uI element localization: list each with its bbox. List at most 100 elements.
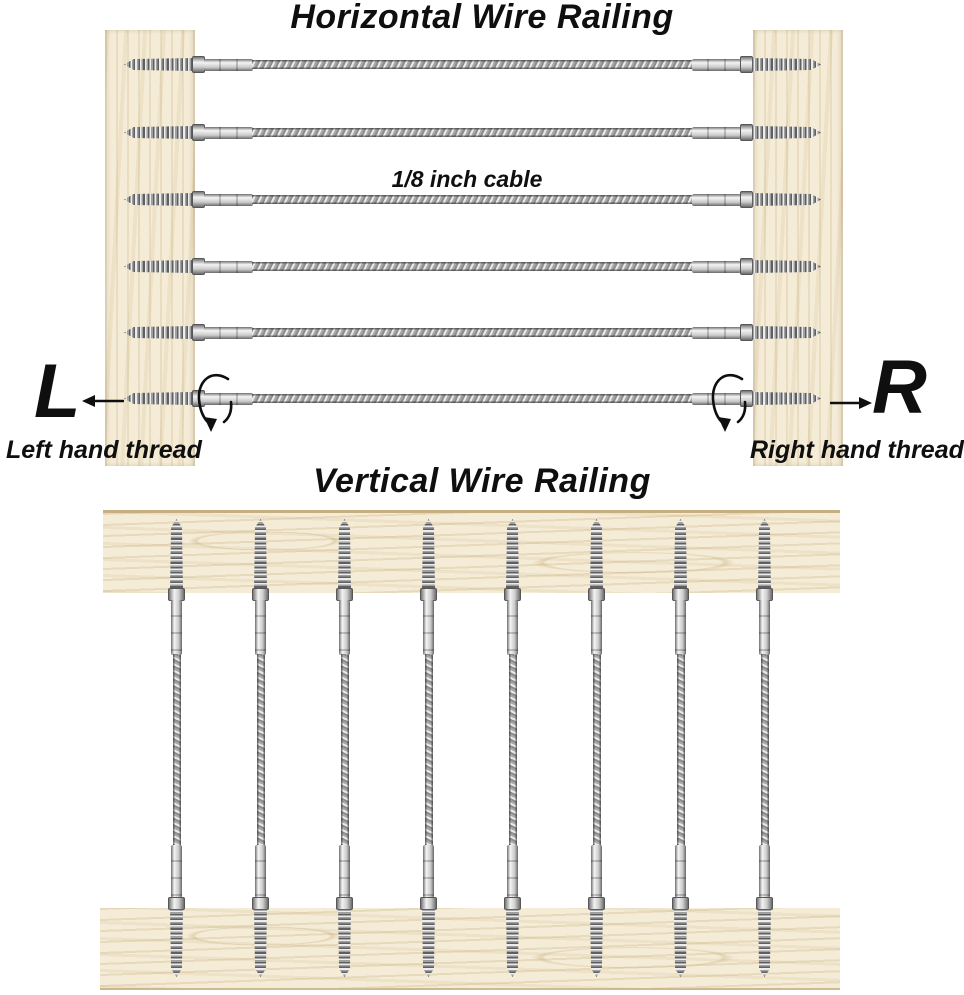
hex-nut: [672, 897, 689, 910]
swage-body: [204, 393, 253, 405]
lag-screw-right: [752, 260, 821, 273]
hex-nut: [740, 124, 753, 141]
swage-body: [692, 59, 741, 71]
swage-body: [692, 393, 741, 405]
vertical-cable-assembly: [504, 519, 522, 979]
vertical-cable-assembly: [336, 519, 354, 979]
swage-body: [591, 600, 602, 655]
lag-screw-top: [674, 519, 687, 589]
swage-body: [339, 845, 350, 898]
horizontal-cable-assembly: [110, 119, 830, 147]
horizontal-cable-assembly: [110, 186, 830, 214]
hex-nut: [252, 897, 269, 910]
swage-body: [692, 261, 741, 273]
wire-cable: [252, 328, 693, 337]
vertical-cable-assembly: [420, 519, 438, 979]
bottom-wood-beam: [100, 908, 840, 990]
swage-body: [204, 327, 253, 339]
right-arrow-icon: [829, 396, 872, 415]
vertical-cable-assembly: [252, 519, 270, 979]
lag-screw-right: [752, 392, 821, 405]
lag-screw-top: [422, 519, 435, 589]
lag-screw-left: [124, 392, 193, 405]
lag-screw-bottom: [758, 909, 771, 977]
lag-screw-bottom: [674, 909, 687, 977]
swage-body: [204, 59, 253, 71]
hex-nut: [740, 324, 753, 341]
swage-body: [507, 845, 518, 898]
horizontal-cable-assembly: [110, 253, 830, 281]
swage-body: [204, 261, 253, 273]
swage-body: [759, 600, 770, 655]
swage-body: [204, 127, 253, 139]
horizontal-section-title: Horizontal Wire Railing: [290, 0, 674, 36]
lag-screw-bottom: [506, 909, 519, 977]
vertical-cable-assembly: [672, 519, 690, 979]
lag-screw-bottom: [590, 909, 603, 977]
cable-size-label: 1/8 inch cable: [391, 166, 543, 192]
swage-body: [675, 845, 686, 898]
hex-nut: [504, 897, 521, 910]
lag-screw-left: [124, 58, 193, 71]
lag-screw-top: [338, 519, 351, 589]
top-wood-beam: [103, 510, 840, 593]
lag-screw-right: [752, 126, 821, 139]
lag-screw-top: [254, 519, 267, 589]
left-thread-caption: Left hand thread: [6, 436, 202, 464]
lag-screw-top: [170, 519, 183, 589]
swage-body: [675, 600, 686, 655]
lag-screw-right: [752, 326, 821, 339]
wire-cable: [257, 654, 265, 846]
swage-body: [692, 194, 741, 206]
swage-body: [255, 600, 266, 655]
wire-cable: [341, 654, 349, 846]
lag-screw-top: [506, 519, 519, 589]
wire-cable: [677, 654, 685, 846]
swage-body: [692, 127, 741, 139]
lag-screw-top: [590, 519, 603, 589]
lag-screw-left: [124, 326, 193, 339]
vertical-cable-assembly: [588, 519, 606, 979]
vertical-cable-assembly: [168, 519, 186, 979]
lag-screw-left: [124, 193, 193, 206]
wire-cable: [252, 128, 693, 137]
rotation-arrow-icon: [192, 371, 238, 439]
swage-body: [692, 327, 741, 339]
vertical-cable-assembly: [756, 519, 774, 979]
swage-body: [591, 845, 602, 898]
swage-body: [423, 845, 434, 898]
vertical-section-title: Vertical Wire Railing: [313, 462, 651, 500]
wire-cable: [761, 654, 769, 846]
right-thread-caption: Right hand thread: [750, 436, 964, 464]
wire-cable: [252, 195, 693, 204]
swage-body: [339, 600, 350, 655]
wire-cable: [252, 262, 693, 271]
left-thread-letter: L: [34, 349, 81, 434]
lag-screw-bottom: [170, 909, 183, 977]
swage-body: [171, 845, 182, 898]
left-arrow-icon: [82, 394, 125, 413]
lag-screw-bottom: [422, 909, 435, 977]
wire-cable: [509, 654, 517, 846]
swage-body: [423, 600, 434, 655]
swage-body: [507, 600, 518, 655]
hex-nut: [336, 897, 353, 910]
lag-screw-top: [758, 519, 771, 589]
right-thread-letter: R: [872, 345, 927, 430]
wire-cable: [252, 60, 693, 69]
hex-nut: [756, 897, 773, 910]
lag-screw-right: [752, 58, 821, 71]
hex-nut: [740, 191, 753, 208]
lag-screw-left: [124, 126, 193, 139]
hex-nut: [740, 258, 753, 275]
lag-screw-left: [124, 260, 193, 273]
wire-cable: [593, 654, 601, 846]
hex-nut: [740, 56, 753, 73]
horizontal-cable-assembly: [110, 319, 830, 347]
lag-screw-right: [752, 193, 821, 206]
wire-cable: [173, 654, 181, 846]
wire-cable: [425, 654, 433, 846]
lag-screw-bottom: [254, 909, 267, 977]
lag-screw-bottom: [338, 909, 351, 977]
